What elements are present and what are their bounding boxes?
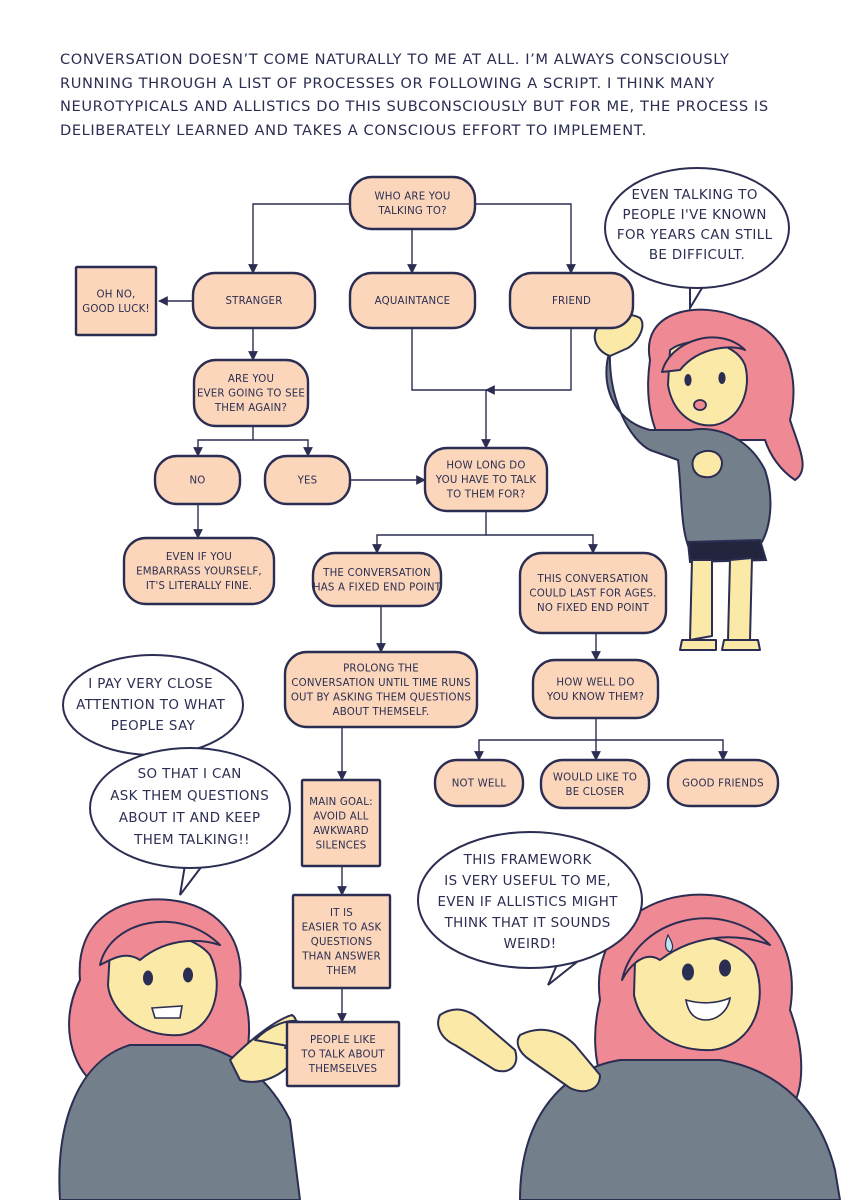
node-label: FRIEND: [552, 296, 591, 307]
node-box: [283, 650, 479, 729]
edge-who-to-stranger: [248, 203, 350, 274]
node-label: AQUAINTANCE: [375, 296, 451, 307]
edge-howwell-to-notwell: [474, 718, 597, 761]
node-box: [122, 536, 276, 606]
node-box: [423, 446, 549, 513]
node-box: [433, 758, 525, 808]
edge-howlong-to-fixed: [372, 511, 487, 554]
speech-bubble-bottom-right: THIS FRAMEWORK IS VERY USEFUL TO ME, EVE…: [417, 831, 643, 986]
bubble-text: THIS FRAMEWORK IS VERY USEFUL TO ME, EVE…: [437, 853, 622, 952]
node-yes: YES: [263, 454, 352, 506]
node-box: [74, 265, 158, 337]
bubble-text: I PAY VERY CLOSE ATTENTION TO WHAT PEOPL…: [76, 677, 230, 734]
node-label: GOOD FRIENDS: [682, 779, 764, 790]
edge-friend-to-howlong: [485, 328, 572, 395]
edge-howwell-to-goodfriends: [596, 739, 728, 761]
node-box: [263, 454, 352, 506]
node-stranger: STRANGER: [191, 271, 317, 330]
node-box: [300, 778, 382, 868]
node-box: [153, 454, 242, 506]
node-goodfriends: GOOD FRIENDS: [666, 758, 780, 808]
node-ohno: OH NO,GOOD LUCK!: [74, 265, 158, 337]
edge-howlong-to-ages: [486, 534, 598, 554]
edge-aquaintance-to-howlong: [411, 328, 491, 449]
node-box: [291, 893, 392, 990]
node-label: NO: [189, 476, 205, 487]
speech-bubble-top-right: EVEN TALKING TO PEOPLE I'VE KNOWN FOR YE…: [604, 167, 790, 312]
node-box: [192, 358, 310, 428]
bubble-text: EVEN TALKING TO PEOPLE I'VE KNOWN FOR YE…: [617, 188, 777, 263]
node-box: [191, 271, 317, 330]
node-no: NO: [153, 454, 242, 506]
node-aquaintance: AQUAINTANCE: [348, 271, 477, 330]
speech-bubble-left-upper: I PAY VERY CLOSE ATTENTION TO WHAT PEOPL…: [62, 654, 244, 756]
node-box: [311, 551, 443, 608]
node-box: [666, 758, 780, 808]
node-label: YES: [297, 476, 318, 487]
bubble-text: SO THAT I CAN ASK THEM QUESTIONS ABOUT I…: [110, 767, 274, 848]
node-label: NOT WELL: [452, 779, 507, 790]
character-bottom-right: [437, 893, 841, 1200]
node-label: OH NO,GOOD LUCK!: [82, 289, 150, 315]
node-label: STRANGER: [226, 296, 283, 307]
node-notwell: NOT WELL: [433, 758, 525, 808]
speech-bubble-left-lower: SO THAT I CAN ASK THEM QUESTIONS ABOUT I…: [89, 747, 291, 896]
node-box: [348, 175, 477, 231]
node-box: [531, 658, 660, 720]
node-box: [539, 758, 651, 810]
intro-text: Conversation doesn’t come naturally to m…: [60, 51, 769, 139]
node-box: [348, 271, 477, 330]
node-box: [285, 1020, 401, 1088]
node-box: [518, 551, 668, 635]
flowchart-edges: [158, 203, 728, 1023]
node-friend: FRIEND: [508, 271, 635, 330]
node-box: [508, 271, 635, 330]
edge-who-to-friend: [475, 203, 576, 274]
edge-seeagain-to-yes: [253, 439, 313, 457]
character-top-right: [593, 308, 804, 651]
character-bottom-left: [58, 898, 303, 1200]
edge-seeagain-to-no: [193, 426, 254, 457]
